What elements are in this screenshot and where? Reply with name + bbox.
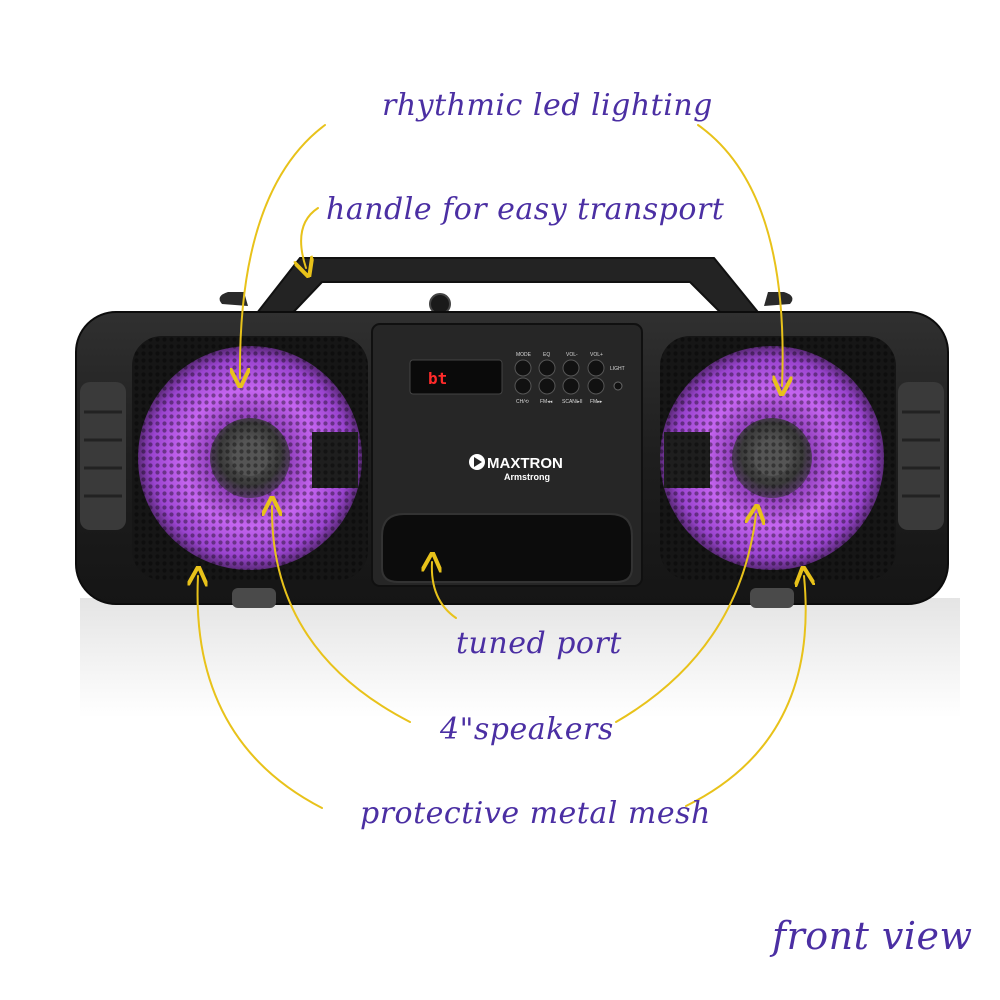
floor-reflection (80, 598, 960, 718)
arrow-speaker-left (272, 506, 411, 723)
arrow-mesh-right (685, 576, 806, 807)
model-name: Armstrong (504, 472, 550, 482)
arrow-lighting-left (240, 124, 326, 378)
arrow-port (432, 562, 457, 619)
callout-tuned-port: tuned port (456, 626, 622, 661)
callout-rhythmic-lighting: rhythmic led lighting (382, 88, 713, 123)
display-readout: bt (428, 369, 447, 388)
control-panel: bt MODE EQ VOL- VOL+ LIGHT CH/⟲ FM◂◂ SCA… (371, 323, 643, 587)
eq-label: EQ (543, 352, 550, 358)
callout-handle: handle for easy transport (326, 192, 725, 227)
arrow-handle (301, 207, 319, 268)
arrow-speaker-right (615, 514, 756, 723)
callout-speakers: 4"speakers (440, 712, 614, 747)
fm-next-label: FM▸▸ (590, 399, 603, 405)
annotation-arrows (198, 124, 806, 809)
tuned-port (381, 513, 633, 583)
arrow-lighting-right (697, 124, 783, 386)
callout-front-view: front view (772, 914, 973, 958)
ch-label: CH/⟲ (516, 399, 530, 405)
button-grid (514, 359, 623, 395)
callout-metal-mesh: protective metal mesh (360, 796, 711, 831)
left-speaker (132, 336, 368, 580)
mode-label: MODE (516, 352, 532, 358)
led-display (409, 359, 503, 395)
vol-up-label: VOL+ (590, 352, 603, 358)
brand-name: MAXTRON (487, 455, 563, 472)
fm-prev-label: FM◂◂ (540, 399, 553, 405)
scan-label: SCAN/▸II (562, 399, 583, 405)
vol-down-label: VOL- (566, 352, 578, 358)
arrow-mesh-left (198, 576, 323, 809)
right-speaker (660, 336, 896, 580)
light-label: LIGHT (610, 366, 625, 372)
